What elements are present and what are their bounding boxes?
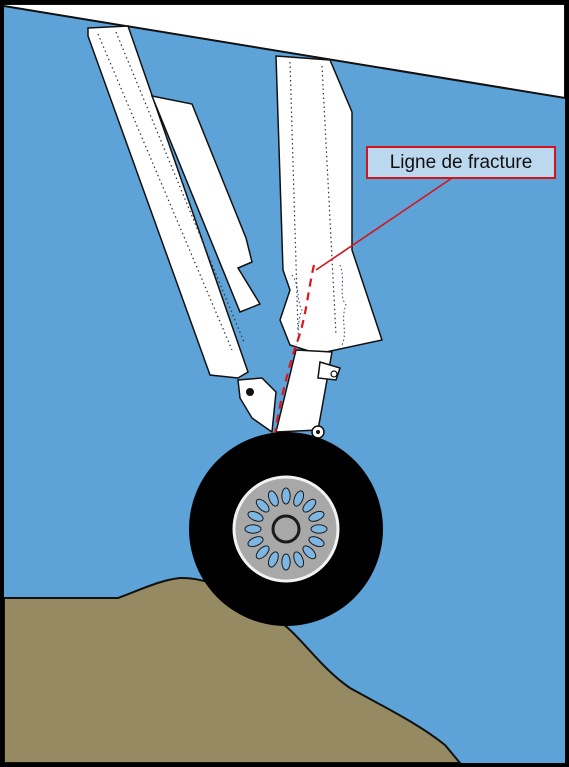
pivot-pin <box>246 388 254 396</box>
hub-slot <box>281 553 291 571</box>
main-strut <box>275 55 383 433</box>
hub-slot <box>302 498 317 513</box>
hub-slot <box>302 545 317 560</box>
fracture-label: Ligne de fracture <box>389 151 533 173</box>
hub-slot <box>310 524 328 534</box>
hub-slot <box>308 510 325 522</box>
fracture-label-box: Ligne de fracture <box>366 146 556 179</box>
hub-slot <box>281 487 291 505</box>
hub-slot <box>255 545 270 560</box>
left-strut-fairing <box>150 94 262 313</box>
hub-slot <box>308 536 325 548</box>
hub-center <box>271 514 301 544</box>
callout-leader <box>315 177 453 271</box>
hub-slot <box>293 551 305 568</box>
hub-slot <box>255 498 270 513</box>
hub-slot <box>244 524 262 534</box>
fracture-line <box>272 264 316 441</box>
hub-slot <box>267 490 279 507</box>
left-strut <box>87 25 262 379</box>
hub-slot <box>247 510 264 522</box>
hub-slots <box>244 487 328 571</box>
hub-slot <box>293 490 305 507</box>
hub-slot <box>267 551 279 568</box>
hub-slot <box>247 536 264 548</box>
wheel-icon <box>189 432 383 626</box>
strut-knuckle <box>237 377 325 439</box>
